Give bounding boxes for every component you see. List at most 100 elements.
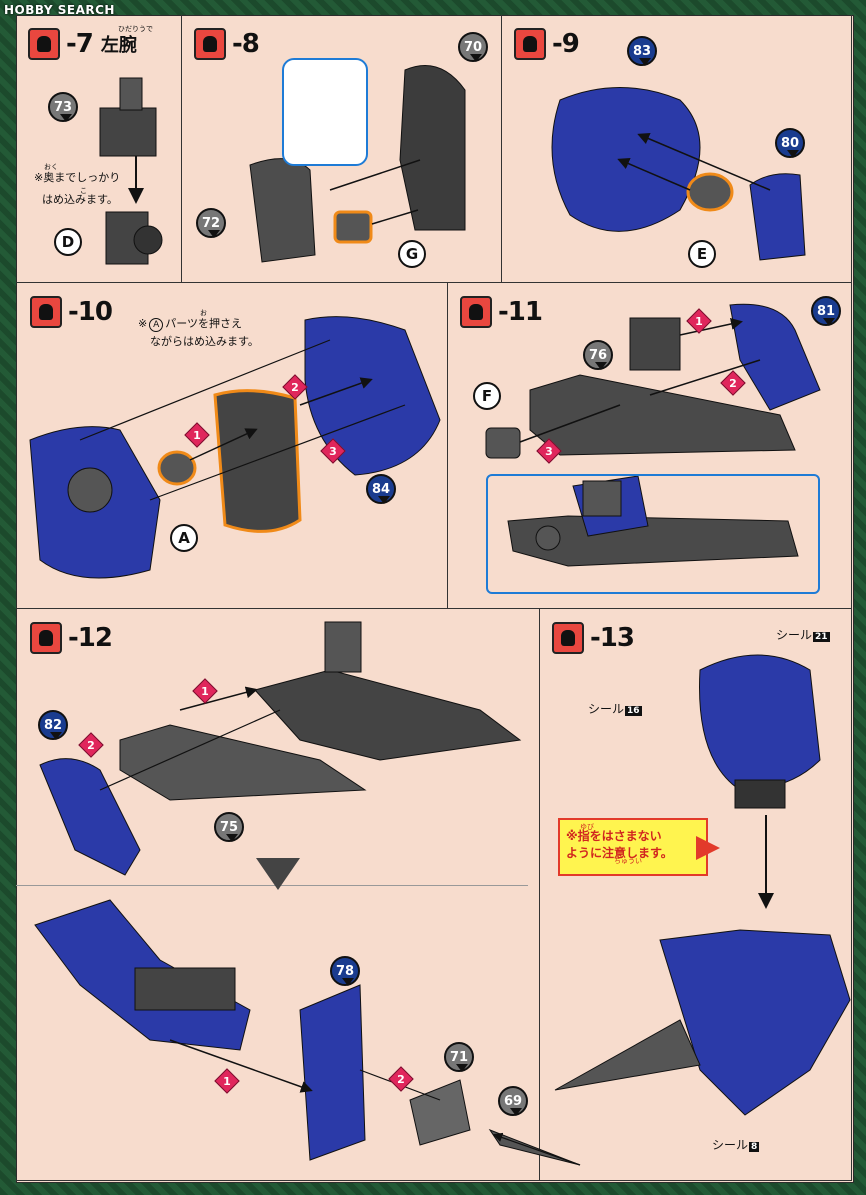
panel-step-11 (448, 283, 852, 609)
part-drill-arm-shape (659, 929, 851, 1116)
order-marker-2: 2 (78, 732, 104, 758)
step-12-header: -12 (30, 622, 113, 654)
panel-step-7 (16, 15, 182, 283)
step-10-header: -10 (30, 296, 113, 328)
step-number: -12 (68, 623, 113, 653)
caution-box: ※指をはさまない ように注意します。 (558, 818, 720, 876)
order-marker-2: 2 (282, 374, 308, 400)
part-number-72: 72 (196, 208, 226, 238)
step-9-header: -9 (514, 28, 580, 60)
part-fist-shape (699, 654, 821, 791)
part-number-81: 81 (811, 296, 841, 326)
part-number-69: 69 (498, 1086, 528, 1116)
order-marker-2: 2 (720, 370, 746, 396)
runner-letter-a: A (170, 524, 198, 552)
part-upper-arm-shape (254, 669, 522, 761)
note-text: パーツを押さえ (165, 317, 242, 330)
step-title-ruby: ひだりうで (118, 25, 153, 33)
part-76-shape (529, 374, 796, 456)
part-number-83: 83 (627, 36, 657, 66)
hand-icon (514, 28, 546, 60)
part-number-82: 82 (38, 710, 68, 740)
part-80-shape (749, 173, 806, 261)
part-78-shape (299, 984, 366, 1161)
caution-line-2: ように注意します。 (566, 846, 673, 860)
step-7-note-line-1: ※奥までしっかり (34, 171, 121, 184)
panel-step-12 (16, 609, 540, 1181)
runner-letter-g: G (398, 240, 426, 268)
caution-ruby: ゆび (580, 823, 594, 831)
hand-icon (28, 28, 60, 60)
order-marker-1: 1 (192, 678, 218, 704)
part-number-80: 80 (775, 128, 805, 158)
watermark: HOBBY SEARCH (4, 3, 115, 17)
runner-letter-d: D (54, 228, 82, 256)
part-81-shape (729, 303, 821, 411)
note-ruby: こ (80, 187, 87, 195)
completed-arm-illustration (507, 476, 799, 567)
note-prefix: ※ (138, 317, 148, 330)
panel-step-9 (502, 15, 852, 283)
part-73-shape (99, 77, 157, 157)
part-number-71: 71 (444, 1042, 474, 1072)
order-marker-3: 3 (536, 438, 562, 464)
panel-step-10 (16, 283, 448, 609)
part-number-78: 78 (330, 956, 360, 986)
part-82-shape (39, 758, 141, 876)
step-10-note-line-2: ながらはめ込みます。 (150, 335, 259, 348)
step-number: -7 (66, 29, 94, 59)
step-number: -8 (232, 29, 260, 59)
part-75-shape (119, 724, 367, 801)
part-number-73: 73 (48, 92, 78, 122)
part-center-gray-shape (213, 389, 302, 533)
part-e-shape (686, 172, 734, 212)
hand-icon (194, 28, 226, 60)
caution-ruby: ちゅうい (614, 857, 642, 865)
runner-letter-f: F (473, 382, 501, 410)
part-peg-shape (629, 317, 681, 371)
part-number-76: 76 (583, 340, 613, 370)
order-marker-1: 1 (686, 308, 712, 334)
part-71-shape (409, 1079, 471, 1146)
order-marker-1: 1 (184, 422, 210, 448)
order-marker-3: 3 (320, 438, 346, 464)
part-g-shape (333, 210, 373, 244)
part-84-shape (304, 316, 441, 476)
part-a-shape (157, 450, 197, 486)
step-7-note-line-2: はめ込みます。 (42, 193, 118, 206)
closeup-inset (282, 58, 368, 166)
note-ruby: おく (44, 163, 58, 171)
runner-letter-e: E (688, 240, 716, 268)
panel-step-13 (540, 609, 852, 1181)
order-marker-1: 1 (214, 1068, 240, 1094)
note-ruby: お (200, 309, 207, 317)
note-letter-a: A (149, 318, 164, 332)
caution-line-1: ※指をはさまない (566, 829, 662, 843)
step-number: -13 (590, 623, 635, 653)
completed-view-inset (486, 474, 820, 594)
part-number-75: 75 (214, 812, 244, 842)
part-number-70: 70 (458, 32, 488, 62)
hand-icon (552, 622, 584, 654)
part-70-shape (399, 65, 466, 231)
panel-step-8 (182, 15, 502, 283)
step-13-header: -13 (552, 622, 635, 654)
hand-icon (460, 296, 492, 328)
hand-icon (30, 296, 62, 328)
step-number: -11 (498, 297, 543, 327)
step-7-header: -7 左腕 (28, 28, 137, 60)
order-marker-2: 2 (388, 1066, 414, 1092)
step-number: -9 (552, 29, 580, 59)
step-11-header: -11 (460, 296, 543, 328)
part-d-shape (105, 211, 163, 265)
part-83-shape (551, 87, 701, 232)
next-stage-arrow-icon (256, 858, 300, 890)
hand-icon (30, 622, 62, 654)
step-8-header: -8 (194, 28, 260, 60)
step-number: -10 (68, 297, 113, 327)
